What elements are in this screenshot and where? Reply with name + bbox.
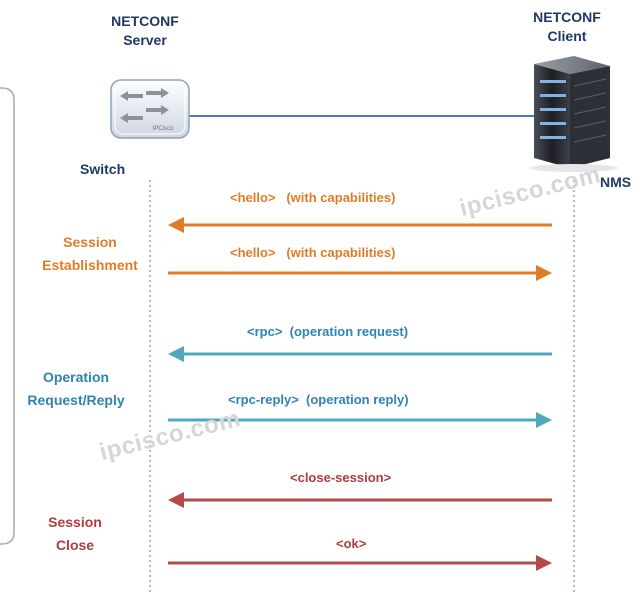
- arrow-rpc-client-to-server: [168, 346, 552, 362]
- arrow-rpc-reply-server-to-client: [168, 412, 552, 428]
- phase-2-line2: Request/Reply: [27, 392, 125, 408]
- server-title: NETCONF Server: [100, 12, 190, 50]
- message-rpc-reply: <rpc-reply> (operation reply): [228, 392, 409, 407]
- arrow-close-session-client-to-server: [168, 492, 552, 508]
- svg-text:IPCisco: IPCisco: [153, 126, 174, 132]
- server-rack-icon: [530, 56, 618, 172]
- server-title-line1: NETCONF: [111, 13, 179, 29]
- client-title-line2: Client: [547, 28, 587, 44]
- server-title-line2: Server: [123, 32, 167, 48]
- left-panel-frame: [0, 87, 15, 545]
- phase-3-line1: Session: [48, 514, 102, 530]
- switch-icon: IPCisco: [110, 79, 190, 139]
- message-rpc: <rpc> (operation request): [247, 324, 409, 339]
- message-close-session: <close-session>: [290, 470, 392, 485]
- client-device-label: NMS: [600, 174, 632, 190]
- phase-session-establishment: Session Establishment: [30, 231, 150, 277]
- client-title-line1: NETCONF: [533, 9, 601, 25]
- phase-2-line1: Operation: [42, 369, 110, 385]
- phase-operation-request-reply: Operation Request/Reply: [16, 366, 136, 412]
- phase-1-line1: Session: [63, 234, 117, 250]
- server-device-label: Switch: [80, 161, 126, 177]
- arrow-ok-server-to-client: [168, 555, 552, 571]
- phase-3-line2: Close: [55, 537, 95, 553]
- message-ok: <ok>: [336, 536, 367, 551]
- arrow-hello-client-to-server: [168, 217, 552, 233]
- arrow-hello-server-to-client: [168, 265, 552, 281]
- client-title: NETCONF Client: [522, 8, 612, 46]
- message-hello-from-client: <hello> (with capabilities): [230, 190, 396, 205]
- message-hello-from-server: <hello> (with capabilities): [230, 245, 396, 260]
- phase-1-line2: Establishment: [42, 257, 138, 273]
- phase-session-close: Session Close: [15, 511, 135, 557]
